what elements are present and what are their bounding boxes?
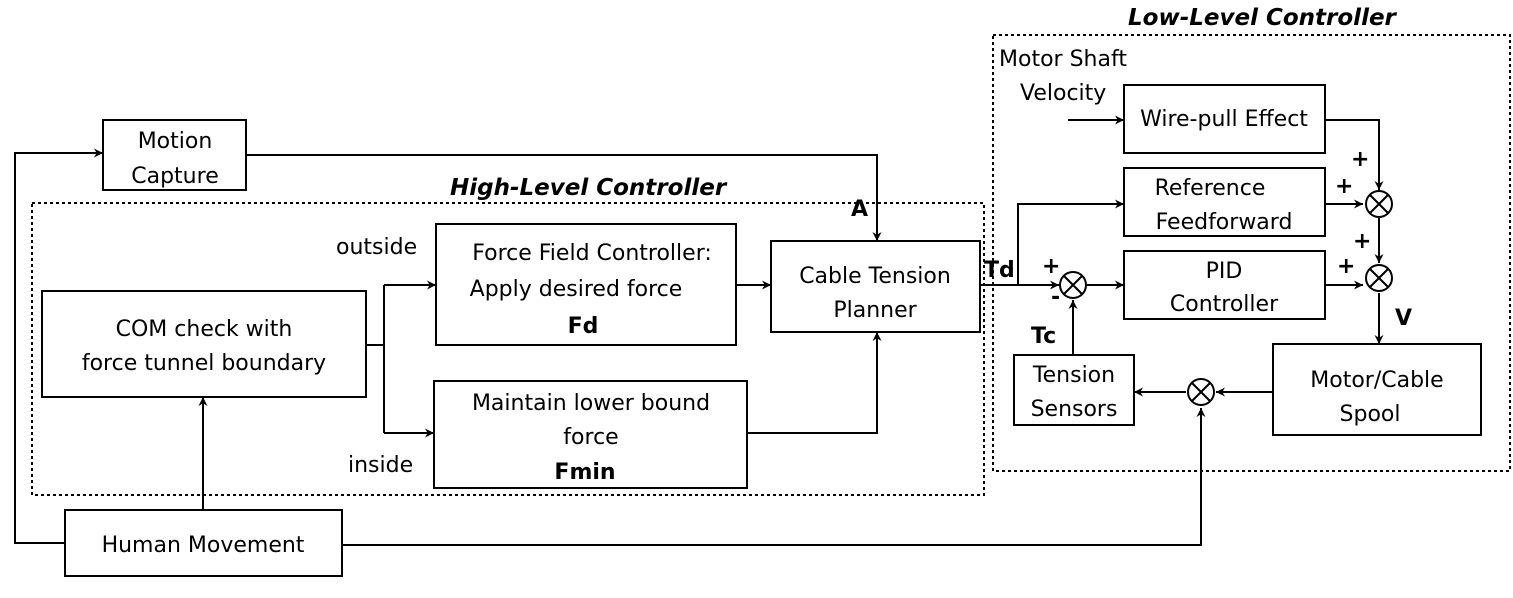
- low-level-controller-title: Low-Level Controller: [1128, 5, 1398, 31]
- plus-sign-reference: +: [1335, 174, 1353, 199]
- plus-sign-td: +: [1042, 254, 1060, 279]
- com-check-label-line1: COM check with: [116, 317, 293, 342]
- tension-sensors-label-line1: Tension: [1032, 363, 1115, 388]
- outside-branch-label: outside: [336, 235, 417, 260]
- inside-branch-label: inside: [348, 453, 413, 478]
- signal-tc-label: Tc: [1031, 324, 1056, 349]
- plus-sign-wire-pull: +: [1351, 147, 1369, 172]
- wire-pull-label: Wire-pull Effect: [1140, 107, 1308, 132]
- tension-sensors-block: Tension Sensors: [1013, 354, 1135, 426]
- lower-bound-block: Maintain lower bound force Fmin: [433, 380, 748, 489]
- signal-wires: [14, 115, 1384, 546]
- force-field-label-line2: Apply desired force: [470, 277, 683, 302]
- plus-sign-sum-chain: +: [1353, 229, 1371, 254]
- reference-ff-label-line1: Reference: [1155, 176, 1266, 201]
- motion-capture-label-line1: Motion: [138, 129, 213, 154]
- reference-feedforward-block: Reference Feedforward: [1123, 167, 1326, 237]
- motor-cable-spool-block: Motor/Cable Spool: [1272, 343, 1482, 436]
- pid-label-line2: Controller: [1170, 292, 1279, 317]
- signal-td-label: Td: [984, 258, 1015, 283]
- summing-junction-disturbance: [1187, 378, 1215, 406]
- lower-bound-variable: Fmin: [554, 460, 615, 485]
- low-level-controller-region: [992, 34, 1511, 472]
- signal-a-label: A: [851, 197, 868, 222]
- plus-sign-pid: +: [1337, 254, 1355, 279]
- motor-shaft-velocity-label-line2: Velocity: [1020, 81, 1106, 106]
- wire-pull-effect-block: Wire-pull Effect: [1123, 84, 1326, 154]
- cable-tension-label-line2: Planner: [833, 298, 917, 323]
- motor-spool-label-line2: Spool: [1340, 402, 1401, 427]
- tension-sensors-label-line2: Sensors: [1031, 397, 1118, 422]
- signal-v-label: V: [1395, 306, 1412, 331]
- force-field-controller-block: Force Field Controller: Apply desired fo…: [435, 223, 737, 346]
- minus-sign-tc: -: [1051, 285, 1060, 310]
- summing-junction-feedforward: [1365, 190, 1393, 218]
- summing-junction-pid: [1365, 264, 1393, 292]
- motion-capture-label-line2: Capture: [131, 164, 218, 189]
- lower-bound-label-line2: force: [563, 425, 618, 450]
- human-movement-block: Human Movement: [64, 509, 343, 577]
- pid-controller-block: PID Controller: [1123, 250, 1326, 320]
- high-level-controller-title: High-Level Controller: [450, 175, 728, 201]
- force-field-variable: Fd: [568, 314, 599, 339]
- force-field-label-line1: Force Field Controller:: [472, 241, 712, 266]
- cable-tension-label-line1: Cable Tension: [799, 264, 951, 289]
- com-check-label-line2: force tunnel boundary: [82, 351, 326, 376]
- cable-tension-planner-block: Cable Tension Planner: [770, 240, 981, 333]
- reference-ff-label-line2: Feedforward: [1156, 210, 1293, 235]
- summing-junction-tension-error: [1059, 271, 1087, 299]
- com-check-block: COM check with force tunnel boundary: [41, 290, 367, 398]
- lower-bound-label-line1: Maintain lower bound: [472, 391, 710, 416]
- pid-label-line1: PID: [1206, 259, 1243, 284]
- human-movement-label: Human Movement: [102, 533, 305, 558]
- motor-shaft-velocity-label-line1: Motor Shaft: [999, 47, 1127, 72]
- motion-capture-block: Motion Capture: [102, 119, 247, 191]
- high-level-controller-region: [31, 202, 985, 496]
- motor-spool-label-line1: Motor/Cable: [1310, 368, 1443, 393]
